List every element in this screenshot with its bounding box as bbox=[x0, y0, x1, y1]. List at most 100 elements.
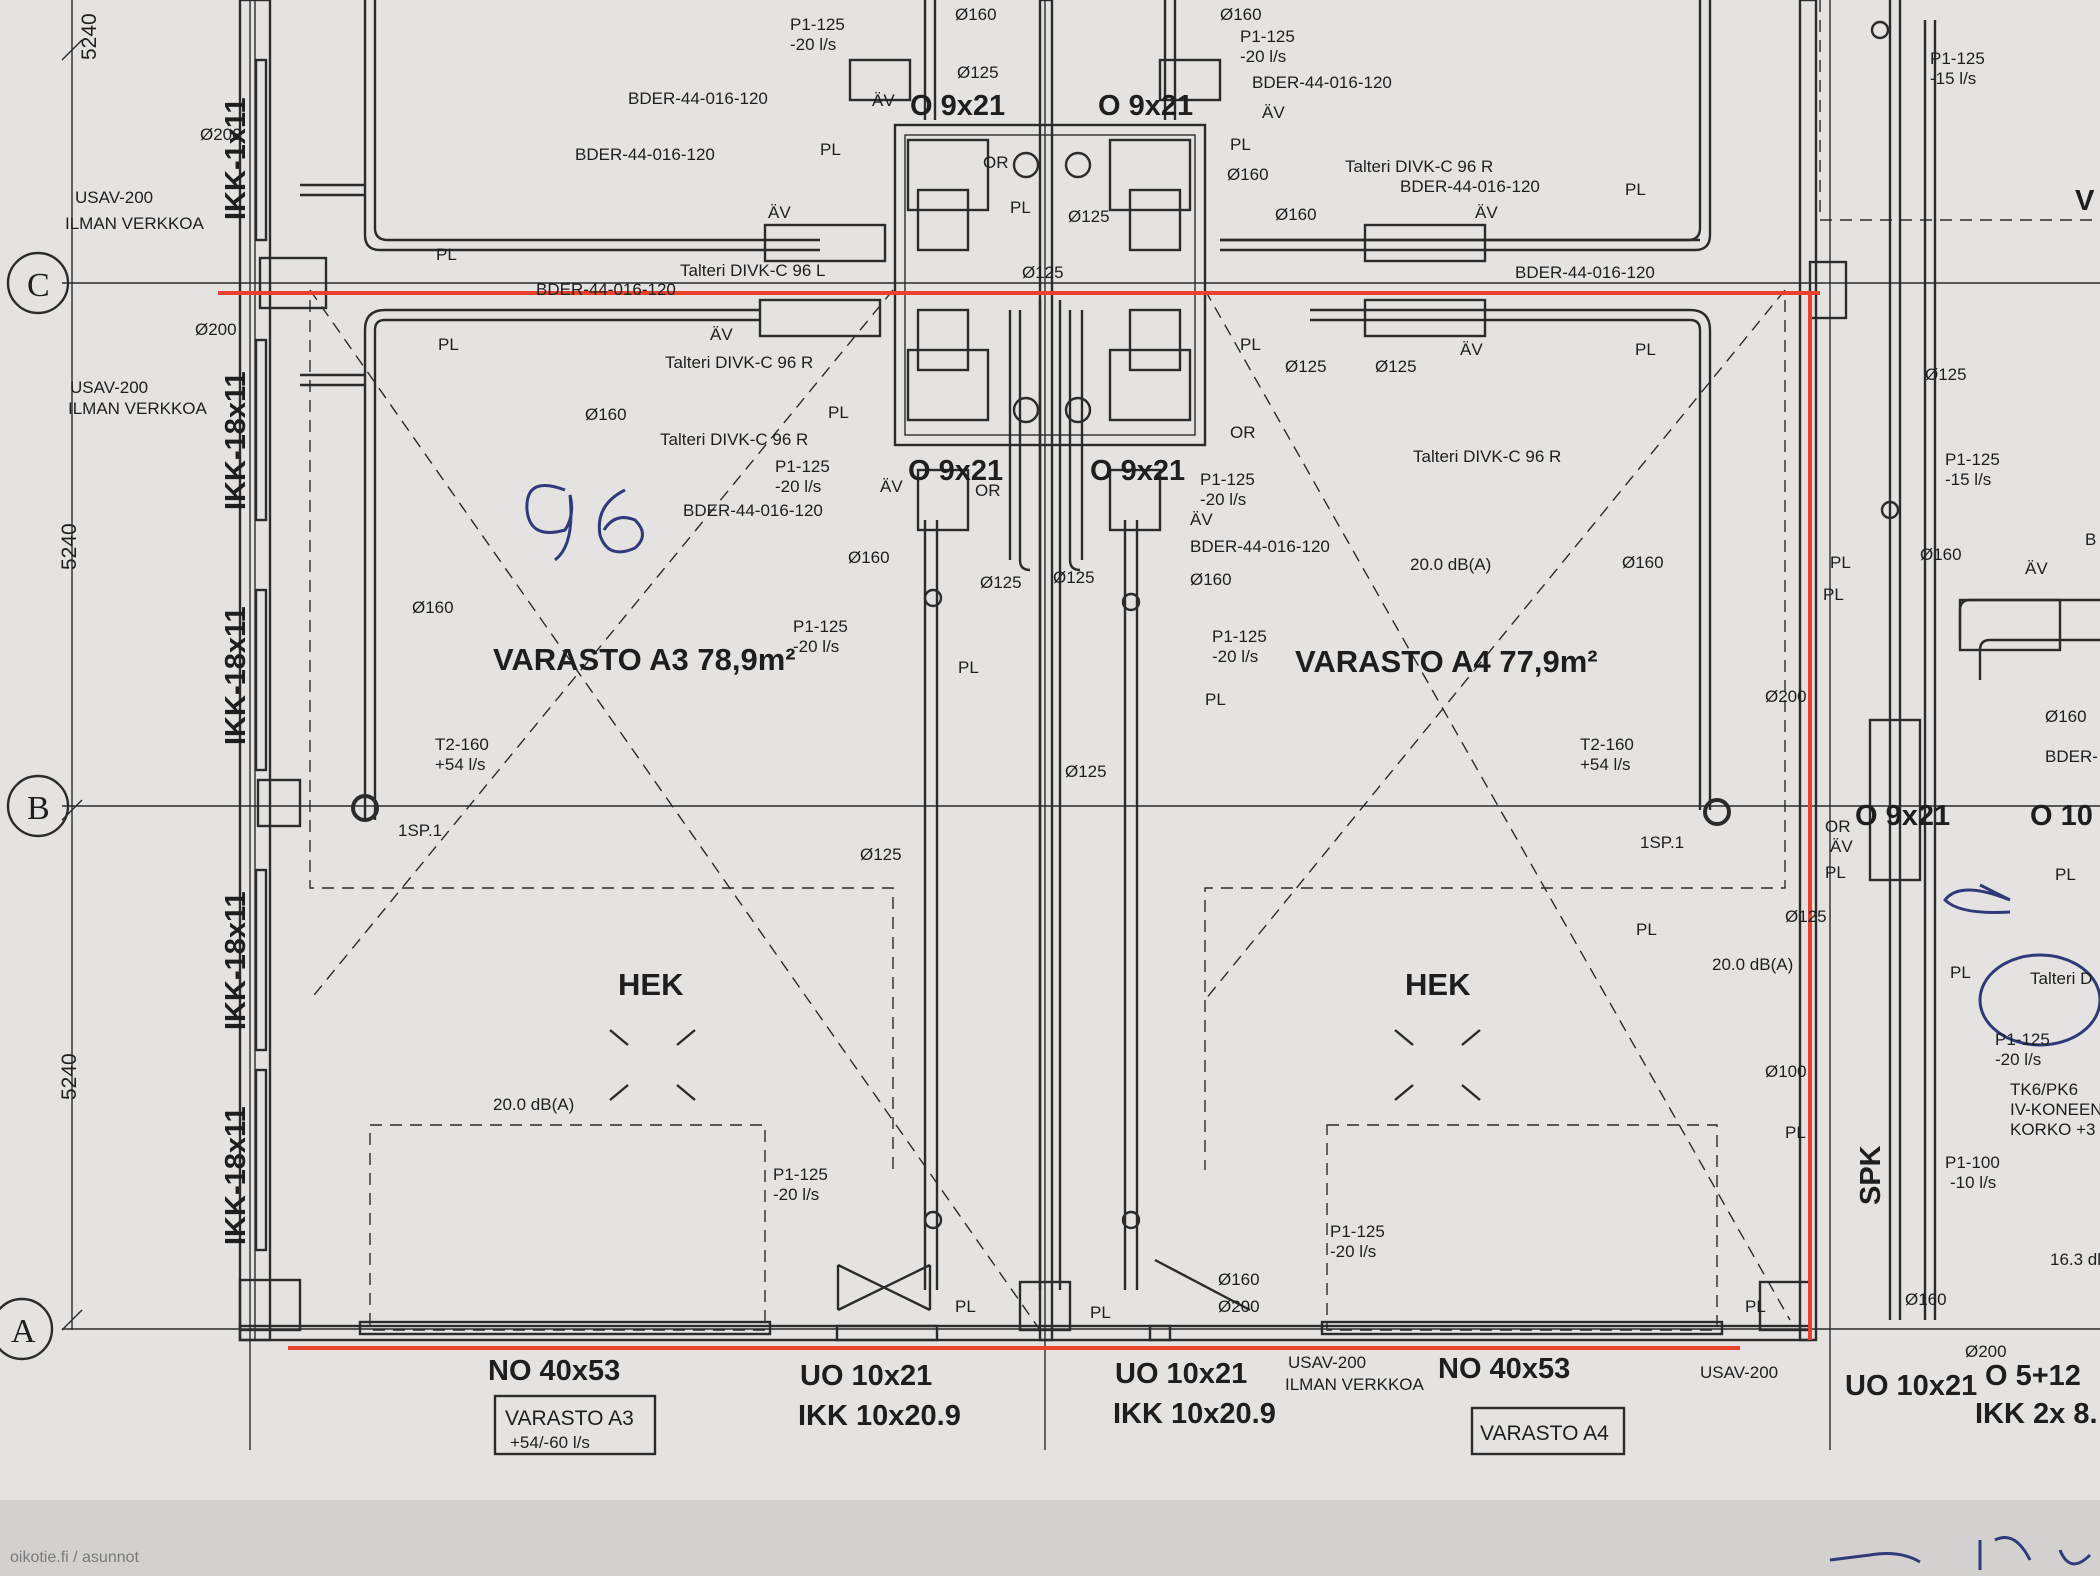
annotation: -20 l/s bbox=[1200, 490, 1246, 509]
annotation: P1-100 bbox=[1945, 1153, 2000, 1172]
door-label: SPK bbox=[1855, 1145, 1887, 1205]
annotation: BDER-44-016-120 bbox=[1515, 263, 1655, 282]
annotation: OR bbox=[975, 481, 1001, 500]
annotation: PL bbox=[955, 1297, 976, 1316]
annotation: PL bbox=[2055, 865, 2076, 884]
door-label: IKK 2x 8. bbox=[1975, 1398, 2098, 1430]
annotation: -20 l/s bbox=[775, 477, 821, 496]
annotation: -10 l/s bbox=[1950, 1173, 1996, 1192]
annotation: 16.3 dl bbox=[2050, 1250, 2100, 1269]
door-label: IKK 10x20.9 bbox=[1113, 1398, 1276, 1430]
annotation: 1SP.1 bbox=[398, 821, 442, 840]
annotation: BDER-44-016-120 bbox=[683, 501, 823, 520]
room-tag-box bbox=[1470, 1406, 1626, 1456]
annotation: -20 l/s bbox=[1995, 1050, 2041, 1069]
door-openings bbox=[358, 1258, 1724, 1342]
annotation: PL bbox=[1950, 963, 1971, 982]
door-label: IKK 10x20.9 bbox=[798, 1400, 961, 1432]
annotation: -20 l/s bbox=[793, 637, 839, 656]
annotation: -20 l/s bbox=[1212, 647, 1258, 666]
dimension-text-mid: 5240 bbox=[58, 523, 81, 570]
annotation: ÄV bbox=[1190, 510, 1213, 529]
annotation: Ø125 bbox=[1068, 207, 1110, 226]
room-label-hek: HEK bbox=[618, 967, 684, 1002]
annotation: 20.0 dB(A) bbox=[1712, 955, 1793, 974]
annotation: Ø200 bbox=[1765, 687, 1807, 706]
annotation: Ø200 bbox=[200, 125, 242, 144]
annotation: P1-125 bbox=[793, 617, 848, 636]
annotation: ÄV bbox=[1475, 203, 1498, 222]
annotation: -20 l/s bbox=[790, 35, 836, 54]
grid-label-a: A bbox=[11, 1313, 36, 1350]
annotation: Ø160 bbox=[412, 598, 454, 617]
annotation: PL bbox=[1636, 920, 1657, 939]
annotation: ÄV bbox=[768, 203, 791, 222]
annotation: Ø200 bbox=[1965, 1342, 2007, 1361]
watermark: oikotie.fi / asunnot bbox=[10, 1549, 140, 1566]
annotation: PL bbox=[1825, 863, 1846, 882]
annotation: ILMAN VERKKOA bbox=[1285, 1375, 1425, 1394]
annotation: Ø200 bbox=[195, 320, 237, 339]
annotation: Ø160 bbox=[1218, 1270, 1260, 1289]
grid-marker-b bbox=[6, 774, 70, 838]
annotation: PL bbox=[1830, 553, 1851, 572]
annotation: -15 l/s bbox=[1930, 69, 1976, 88]
annotation: Ø125 bbox=[1285, 357, 1327, 376]
annotation: BDER- bbox=[2045, 747, 2098, 766]
door-label: O 9x21 bbox=[908, 455, 1003, 487]
annotation: BDER-44-016-120 bbox=[536, 280, 676, 299]
handwritten-annotation bbox=[525, 484, 2100, 1570]
annotation: OR bbox=[983, 153, 1009, 172]
annotation: PL bbox=[1823, 585, 1844, 604]
annotation: BDER-44-016-120 bbox=[628, 89, 768, 108]
annotation: PL bbox=[438, 335, 459, 354]
air-terminals bbox=[351, 20, 1900, 1230]
annotation: 1SP.1 bbox=[1640, 833, 1684, 852]
annotation: ILMAN VERKKOA bbox=[68, 399, 208, 418]
annotation: USAV-200 bbox=[75, 188, 153, 207]
room-tag-box bbox=[493, 1394, 657, 1456]
annotation: PL bbox=[1785, 1123, 1806, 1142]
grid-marker-a bbox=[0, 1297, 54, 1361]
annotation: 20.0 dB(A) bbox=[493, 1095, 574, 1114]
annotation: Ø160 bbox=[955, 5, 997, 24]
annotation: ÄV bbox=[1830, 837, 1853, 856]
annotation: P1-125 bbox=[1240, 27, 1295, 46]
annotation: PL bbox=[820, 140, 841, 159]
annotation: PL bbox=[1635, 340, 1656, 359]
annotation: Ø160 bbox=[1190, 570, 1232, 589]
annotation: +54 l/s bbox=[435, 755, 486, 774]
door-label: O 5+12 bbox=[1985, 1360, 2081, 1392]
annotation: TK6/PK6 bbox=[2010, 1080, 2078, 1099]
annotation: P1-125 bbox=[1995, 1030, 2050, 1049]
annotation: Ø125 bbox=[1375, 357, 1417, 376]
window-label: IKK-18x11 bbox=[220, 606, 252, 745]
annotation: OR bbox=[1230, 423, 1256, 442]
room-tag: VARASTO A3 bbox=[505, 1407, 634, 1430]
annotation: ÄV bbox=[1460, 340, 1483, 359]
annotation: T2-160 bbox=[1580, 735, 1634, 754]
window-label: IKK-18x11 bbox=[220, 1106, 252, 1245]
annotation: Ø125 bbox=[1785, 907, 1827, 926]
door-label: O 10 bbox=[2030, 800, 2093, 832]
annotation: Ø125 bbox=[957, 63, 999, 82]
annotation: P1-125 bbox=[775, 457, 830, 476]
annotation: P1-125 bbox=[1930, 49, 1985, 68]
annotation: USAV-200 bbox=[1700, 1363, 1778, 1382]
room-tag: +54/-60 l/s bbox=[510, 1433, 590, 1452]
annotation: ILMAN VERKKOA bbox=[65, 214, 205, 233]
annotation: Ø160 bbox=[1920, 545, 1962, 564]
room-label-a3: VARASTO A3 78,9m² bbox=[493, 642, 796, 677]
door-label: NO 40x53 bbox=[1438, 1353, 1570, 1385]
annotation: +54 l/s bbox=[1580, 755, 1631, 774]
paper-shadow bbox=[0, 1500, 2100, 1576]
annotation: Ø125 bbox=[1053, 568, 1095, 587]
room-label-a4: VARASTO A4 77,9m² bbox=[1295, 644, 1598, 679]
annotation: BDER-44-016-120 bbox=[575, 145, 715, 164]
window-label: IKK-18x11 bbox=[220, 371, 252, 510]
annotation: BDER-44-016-120 bbox=[1190, 537, 1330, 556]
annotation: -20 l/s bbox=[773, 1185, 819, 1204]
annotation: -20 l/s bbox=[1240, 47, 1286, 66]
annotation: BDER-44-016-120 bbox=[1400, 177, 1540, 196]
